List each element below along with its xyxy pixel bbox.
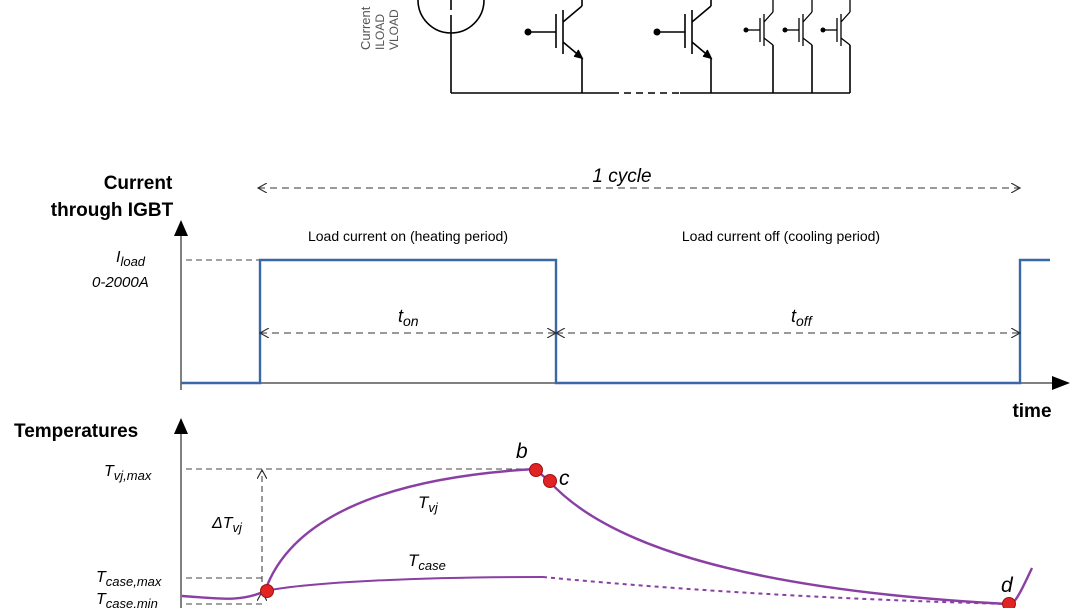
delta-tvj-label: ΔTvj — [211, 515, 243, 535]
ton-label: ton — [398, 306, 419, 329]
iload-range-label: 0-2000A — [92, 274, 149, 291]
igbt-transistor-icon-5 — [823, 0, 851, 46]
current-waveform — [181, 258, 1050, 385]
igbt-transistor-icon-1 — [528, 0, 584, 60]
heating-period-label: Load current on (heating period) — [308, 228, 508, 244]
point-d-marker — [1002, 597, 1016, 611]
source-label-group: Current ILOAD VLOAD — [358, 6, 401, 50]
source-label-current: Current — [358, 6, 373, 50]
point-d-label: d — [1001, 574, 1014, 597]
tcase-heating-curve — [264, 576, 544, 592]
source-label-vload: VLOAD — [387, 9, 401, 50]
gate-dot-5 — [820, 27, 826, 33]
point-c-label: c — [559, 467, 570, 490]
test-circuit — [417, 0, 851, 94]
tvj-curve-label: Tvj — [418, 493, 439, 515]
tcase-curve-label: Tcase — [408, 551, 446, 573]
tvj-max-label: Tvj,max — [104, 463, 152, 483]
temperatures-ylabel: Temperatures — [14, 421, 138, 442]
time-axis-arrow-icon — [1052, 376, 1070, 390]
point-a-marker — [260, 584, 274, 598]
point-b-label: b — [516, 440, 528, 463]
gate-dot-3 — [743, 27, 749, 33]
iload-label: Iload — [116, 249, 146, 269]
time-axis-label: time — [1012, 401, 1051, 422]
gate-dot-2 — [653, 28, 661, 36]
temperature-y-axis-arrow-icon — [174, 418, 188, 434]
current-ylabel-line2: through IGBT — [51, 200, 174, 221]
source-label-iload: ILOAD — [373, 14, 387, 50]
point-b-marker — [529, 463, 543, 477]
igbt-transistor-icon-4 — [785, 0, 813, 46]
tcase-max-label: Tcase,max — [96, 569, 162, 589]
toff-label: toff — [791, 306, 814, 329]
current-ylabel-line1: Current — [104, 173, 173, 194]
cooling-period-label: Load current off (cooling period) — [682, 228, 880, 244]
point-c-marker — [543, 474, 557, 488]
gate-dot-1 — [524, 28, 532, 36]
igbt-transistor-icon-3 — [746, 0, 774, 46]
tcase-min-label: Tcase,min — [96, 591, 158, 608]
igbt-transistor-icon-2 — [657, 0, 713, 60]
tvj-curve — [181, 467, 1034, 606]
cycle-label: 1 cycle — [592, 166, 651, 187]
gate-dot-4 — [782, 27, 788, 33]
tcase-cooling-curve — [542, 576, 1009, 605]
current-y-axis-arrow-icon — [174, 220, 188, 236]
